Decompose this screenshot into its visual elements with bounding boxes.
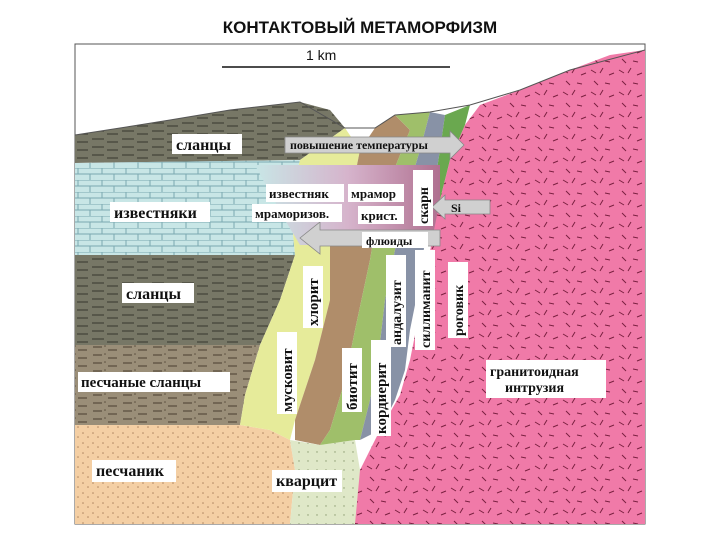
label-box-sillimanite [415,250,435,350]
label-quartzite: кварцит [276,473,337,490]
label-box-hornfels [448,262,468,338]
label-box-quartzite [272,470,342,492]
sandstone-layer [75,425,295,524]
label-box-slates-top [172,134,242,154]
label-slates-mid: сланцы [126,286,182,303]
label-sandy-slates: песчаные сланцы [81,375,201,391]
label-box-limestone [266,184,344,202]
label-cordierite: кордиерит [374,362,390,434]
label-hornfels: роговик [452,284,467,336]
label-andalusite: андалузит [390,280,405,345]
label-marbleized: мраморизов. [255,206,329,221]
label-box-marble [348,184,404,202]
label-box-cryst [358,206,404,224]
label-box-muscovite [277,332,297,414]
label-box-chlorite [303,266,323,328]
label-box-fluids [362,232,428,248]
label-sandstone: песчаник [96,463,165,480]
label-box-sandy-slates [78,372,230,392]
slates-top-layer [75,102,345,163]
label-limestone: известняк [269,186,329,201]
diagram-title: КОНТАКТОВЫЙ МЕТАМОРФИЗМ [222,18,498,37]
ground-surface [74,49,646,136]
label-chlorite: хлорит [306,278,322,326]
label-box-granitoid [486,360,606,398]
label-box-biotite [342,348,362,412]
si-arrow [431,194,491,220]
label-box-sandstone [92,460,176,482]
label-skarn: скарн [417,187,432,224]
label-box-marbleized [252,204,342,222]
scale-bar-label: 1 km [306,47,336,63]
label-si: Si [451,201,462,215]
temperature-arrow [284,130,465,160]
label-biotite: биотит [345,363,361,410]
label-cryst: крист. [361,208,398,223]
label-box-slates-mid [122,283,194,303]
label-box-cordierite [371,340,391,436]
label-slates-top: сланцы [176,137,232,154]
label-fluids: флюиды [366,234,413,248]
label-box-skarn [413,170,433,226]
label-muscovite: мусковит [280,348,296,412]
label-temp-increase: повышение температуры [290,138,428,152]
label-box-limestones [110,202,210,222]
label-box-andalusite [386,255,406,347]
label-limestones: известняки [114,205,197,222]
granite-intrusion [355,50,645,524]
label-marble: мрамор [351,186,396,201]
label-sillimanite: силлиманит [419,270,434,348]
